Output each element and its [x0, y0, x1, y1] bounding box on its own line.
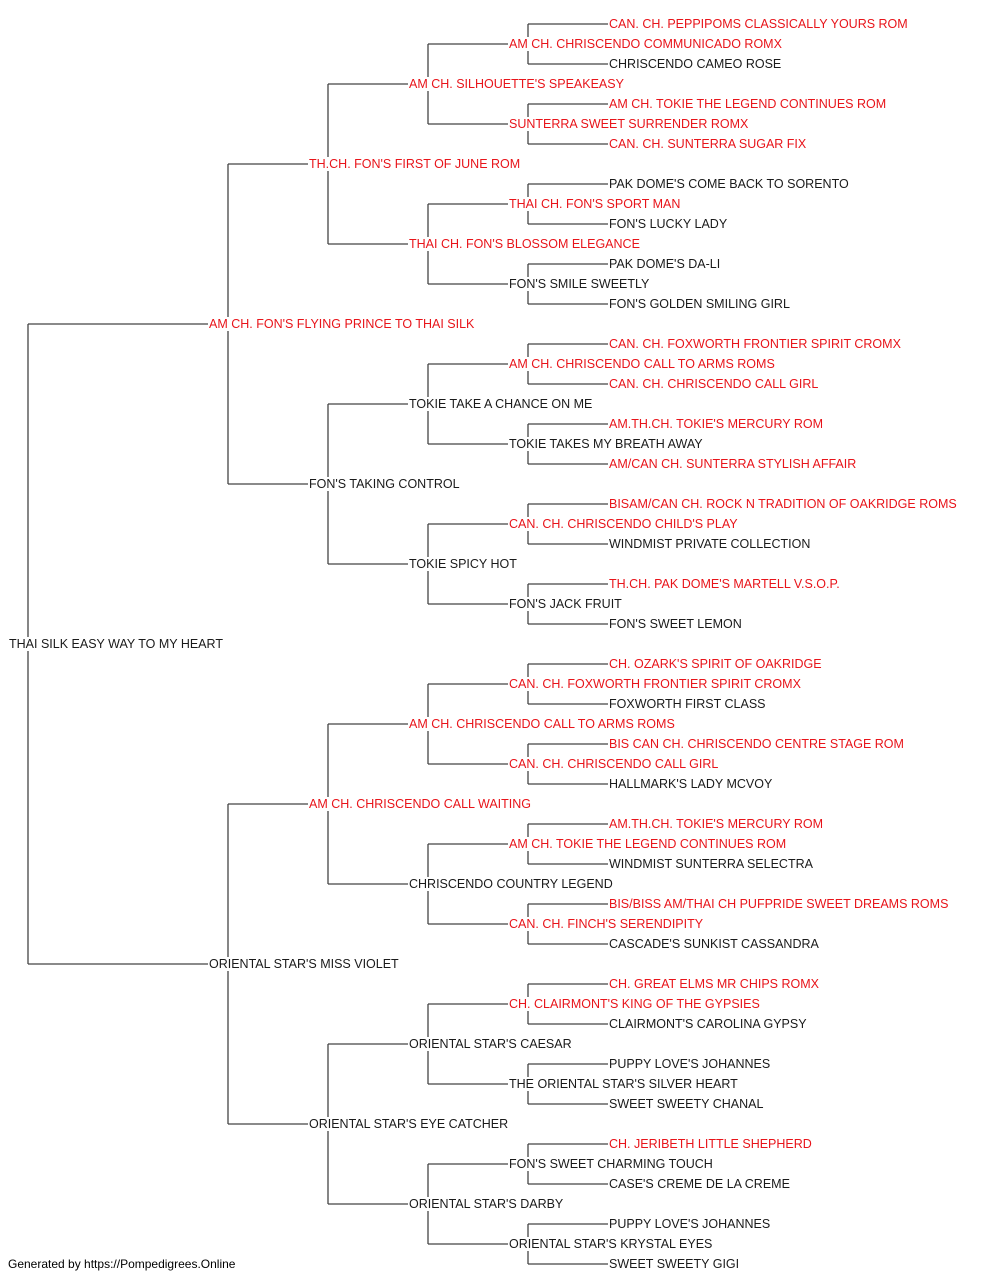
ancestor-name: SWEET SWEETY GIGI: [608, 1257, 741, 1271]
ancestor-name: PUPPY LOVE'S JOHANNES: [608, 1217, 772, 1231]
ancestor-name: FOXWORTH FIRST CLASS: [608, 697, 767, 711]
ancestor-name: CAN. CH. FINCH'S SERENDIPITY: [508, 917, 705, 931]
ancestor-name: TOKIE TAKE A CHANCE ON ME: [408, 397, 594, 411]
ancestor-name: CHRISCENDO CAMEO ROSE: [608, 57, 783, 71]
ancestor-name: CAN. CH. CHRISCENDO CHILD'S PLAY: [508, 517, 739, 531]
ancestor-name: FON'S SMILE SWEETLY: [508, 277, 651, 291]
ancestor-name: TH.CH. FON'S FIRST OF JUNE ROM: [308, 157, 522, 171]
ancestor-name: CAN. CH. FOXWORTH FRONTIER SPIRIT CROMX: [508, 677, 802, 691]
ancestor-name: PAK DOME'S COME BACK TO SORENTO: [608, 177, 850, 191]
ancestor-name: BIS CAN CH. CHRISCENDO CENTRE STAGE ROM: [608, 737, 905, 751]
ancestor-name: PUPPY LOVE'S JOHANNES: [608, 1057, 772, 1071]
ancestor-name: AM CH. CHRISCENDO CALL TO ARMS ROMS: [408, 717, 676, 731]
ancestor-name: ORIENTAL STAR'S CAESAR: [408, 1037, 573, 1051]
ancestor-name: AM.TH.CH. TOKIE'S MERCURY ROM: [608, 817, 824, 831]
ancestor-name: AM CH. CHRISCENDO COMMUNICADO ROMX: [508, 37, 783, 51]
ancestor-name: WINDMIST SUNTERRA SELECTRA: [608, 857, 814, 871]
ancestor-name: AM CH. SILHOUETTE'S SPEAKEASY: [408, 77, 625, 91]
ancestor-name: HALLMARK'S LADY MCVOY: [608, 777, 774, 791]
ancestor-name: TOKIE SPICY HOT: [408, 557, 518, 571]
ancestor-name: PAK DOME'S DA-LI: [608, 257, 722, 271]
generator-credit: Generated by https://Pompedigrees.Online: [8, 1257, 236, 1271]
ancestor-name: THE ORIENTAL STAR'S SILVER HEART: [508, 1077, 739, 1091]
ancestor-name: FON'S JACK FRUIT: [508, 597, 623, 611]
ancestor-name: BISAM/CAN CH. ROCK N TRADITION OF OAKRID…: [608, 497, 958, 511]
ancestor-name: SWEET SWEETY CHANAL: [608, 1097, 765, 1111]
ancestor-name: FON'S GOLDEN SMILING GIRL: [608, 297, 791, 311]
ancestor-name: CH. OZARK'S SPIRIT OF OAKRIDGE: [608, 657, 823, 671]
ancestor-name: FON'S SWEET LEMON: [608, 617, 743, 631]
ancestor-name: TOKIE TAKES MY BREATH AWAY: [508, 437, 704, 451]
ancestor-name: BIS/BISS AM/THAI CH PUFPRIDE SWEET DREAM…: [608, 897, 950, 911]
ancestor-name: THAI CH. FON'S BLOSSOM ELEGANCE: [408, 237, 641, 251]
ancestor-name: AM CH. TOKIE THE LEGEND CONTINUES ROM: [608, 97, 888, 111]
ancestor-name: THAI CH. FON'S SPORT MAN: [508, 197, 682, 211]
ancestor-name: FON'S SWEET CHARMING TOUCH: [508, 1157, 714, 1171]
ancestor-name: ORIENTAL STAR'S DARBY: [408, 1197, 565, 1211]
ancestor-name: CAN. CH. SUNTERRA SUGAR FIX: [608, 137, 808, 151]
ancestor-name: CH. CLAIRMONT'S KING OF THE GYPSIES: [508, 997, 761, 1011]
ancestor-name: SUNTERRA SWEET SURRENDER ROMX: [508, 117, 750, 131]
ancestor-name: AM/CAN CH. SUNTERRA STYLISH AFFAIR: [608, 457, 858, 471]
subject-dog-name: THAI SILK EASY WAY TO MY HEART: [8, 637, 224, 651]
ancestor-name: TH.CH. PAK DOME'S MARTELL V.S.O.P.: [608, 577, 841, 591]
ancestor-name: CAN. CH. CHRISCENDO CALL GIRL: [608, 377, 820, 391]
ancestor-name: CLAIRMONT'S CAROLINA GYPSY: [608, 1017, 808, 1031]
ancestor-name: ORIENTAL STAR'S KRYSTAL EYES: [508, 1237, 714, 1251]
ancestor-name: CHRISCENDO COUNTRY LEGEND: [408, 877, 614, 891]
ancestor-name: AM CH. CHRISCENDO CALL WAITING: [308, 797, 533, 811]
ancestor-name: CAN. CH. FOXWORTH FRONTIER SPIRIT CROMX: [608, 337, 902, 351]
ancestor-name: ORIENTAL STAR'S MISS VIOLET: [208, 957, 400, 971]
ancestor-name: ORIENTAL STAR'S EYE CATCHER: [308, 1117, 510, 1131]
ancestor-name: CASE'S CREME DE LA CREME: [608, 1177, 791, 1191]
ancestor-name: CH. GREAT ELMS MR CHIPS ROMX: [608, 977, 820, 991]
ancestor-name: CASCADE'S SUNKIST CASSANDRA: [608, 937, 820, 951]
ancestor-name: WINDMIST PRIVATE COLLECTION: [608, 537, 812, 551]
ancestor-name: AM CH. TOKIE THE LEGEND CONTINUES ROM: [508, 837, 788, 851]
ancestor-name: CH. JERIBETH LITTLE SHEPHERD: [608, 1137, 813, 1151]
ancestor-name: FON'S TAKING CONTROL: [308, 477, 461, 491]
ancestor-name: AM CH. CHRISCENDO CALL TO ARMS ROMS: [508, 357, 776, 371]
ancestor-name: CAN. CH. CHRISCENDO CALL GIRL: [508, 757, 720, 771]
ancestor-name: CAN. CH. PEPPIPOMS CLASSICALLY YOURS ROM: [608, 17, 909, 31]
ancestor-name: AM CH. FON'S FLYING PRINCE TO THAI SILK: [208, 317, 476, 331]
ancestor-name: FON'S LUCKY LADY: [608, 217, 729, 231]
ancestor-name: AM.TH.CH. TOKIE'S MERCURY ROM: [608, 417, 824, 431]
